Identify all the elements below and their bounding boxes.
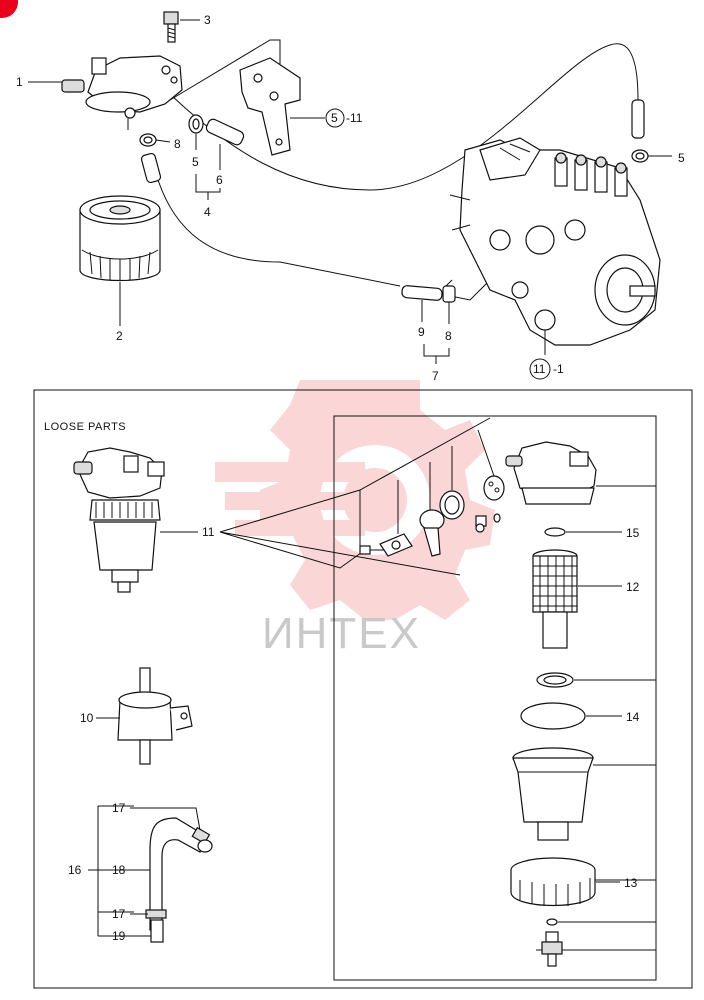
- filter-bowl: [512, 747, 594, 841]
- callout-10: 10: [80, 711, 120, 725]
- exploded-part-leaders: [359, 429, 495, 546]
- svg-text:5: 5: [331, 111, 338, 125]
- filter-element: [79, 195, 161, 282]
- corner-mark: [0, 0, 18, 18]
- callout-7: 7: [423, 344, 450, 383]
- callout-8-lower: 8: [445, 302, 452, 343]
- svg-text:16: 16: [68, 863, 82, 877]
- callout-8-upper: 8: [155, 137, 181, 151]
- watermark-text: ИНТЕХ: [262, 609, 421, 658]
- svg-text:-11: -11: [346, 111, 363, 125]
- callout-11-1: 11 -1: [529, 358, 564, 380]
- svg-text:5: 5: [678, 151, 685, 165]
- callout-14: 14: [586, 710, 640, 724]
- drain-plug: [536, 918, 568, 967]
- hose-short-right: [631, 99, 645, 139]
- callout-6: 6: [216, 144, 223, 187]
- screw-and-plate: [359, 533, 413, 557]
- svg-text:13: 13: [624, 876, 638, 890]
- svg-text:2: 2: [116, 329, 123, 343]
- svg-text:10: 10: [80, 711, 94, 725]
- float-ring: [536, 672, 574, 688]
- svg-text:17: 17: [112, 907, 126, 921]
- svg-text:18: 18: [112, 863, 126, 877]
- svg-text:14: 14: [626, 710, 640, 724]
- svg-text:9: 9: [418, 325, 425, 339]
- svg-text:19: 19: [112, 929, 126, 943]
- svg-text:1: 1: [16, 75, 23, 89]
- gasket-part-14: [520, 702, 586, 730]
- callout-5-right: 5: [648, 151, 685, 165]
- filter-head: [61, 55, 183, 130]
- bracket-part-5-11: [239, 57, 301, 156]
- exploded-view-frame: [333, 415, 657, 981]
- cam-lever: [419, 509, 445, 557]
- filter-assembly-part-11: [73, 447, 165, 593]
- svg-text:8: 8: [445, 329, 452, 343]
- valve-plate: [483, 475, 505, 501]
- component-part-10: [117, 667, 193, 765]
- seal-ring-inner: [444, 495, 460, 515]
- clamp-part-5-right: [631, 149, 649, 163]
- svg-text:4: 4: [204, 205, 211, 219]
- hose-part-9: [401, 285, 443, 301]
- element-part-12: [532, 549, 578, 649]
- callout-5-11: 5 -11: [290, 108, 363, 128]
- hose-assembly-part-16: [145, 817, 213, 943]
- callout-12: 12: [578, 580, 640, 594]
- svg-text:3: 3: [204, 13, 211, 27]
- loose-parts-frame: [33, 389, 693, 989]
- banjo-bolt: [475, 513, 501, 533]
- filter-head-exploded: [505, 441, 597, 505]
- injection-pump: [449, 137, 661, 355]
- clamp-part-8-lower: [442, 279, 456, 303]
- fuel-line-lower: [157, 179, 401, 287]
- hose-short-upper: [140, 152, 162, 184]
- svg-text:15: 15: [626, 526, 640, 540]
- bracket-leader: [169, 39, 281, 101]
- clamp-part-8: [139, 133, 157, 147]
- hose-part-6: [205, 118, 245, 146]
- callout-5-center: 5: [192, 134, 199, 169]
- svg-text:11: 11: [202, 525, 215, 539]
- svg-text:17: 17: [112, 801, 126, 815]
- watermark-logo: [215, 380, 495, 620]
- svg-text:11: 11: [533, 362, 546, 376]
- callout-4: 4: [195, 174, 221, 219]
- callout-15: 15: [566, 526, 640, 540]
- callout-2: 2: [116, 282, 123, 343]
- callout-11: 11: [160, 417, 491, 576]
- svg-text:-1: -1: [553, 362, 564, 376]
- ring-nut-part-13: [510, 857, 596, 906]
- callout-3: 3: [180, 13, 211, 27]
- svg-text:6: 6: [216, 173, 223, 187]
- o-ring-part-15: [544, 527, 566, 537]
- exploded-leaders: [558, 485, 656, 951]
- svg-text:12: 12: [626, 580, 640, 594]
- callout-13: 13: [596, 876, 638, 890]
- callout-16-group: 16 17 18 17 19: [68, 801, 201, 943]
- bolt-part-3: [163, 11, 179, 43]
- callout-1: 1: [16, 75, 62, 89]
- callout-9: 9: [418, 300, 425, 339]
- svg-text:7: 7: [432, 369, 439, 383]
- section-title: LOOSE PARTS: [44, 421, 126, 433]
- clamp-part-5-center: [188, 114, 204, 134]
- svg-text:5: 5: [192, 155, 199, 169]
- svg-text:8: 8: [174, 137, 181, 151]
